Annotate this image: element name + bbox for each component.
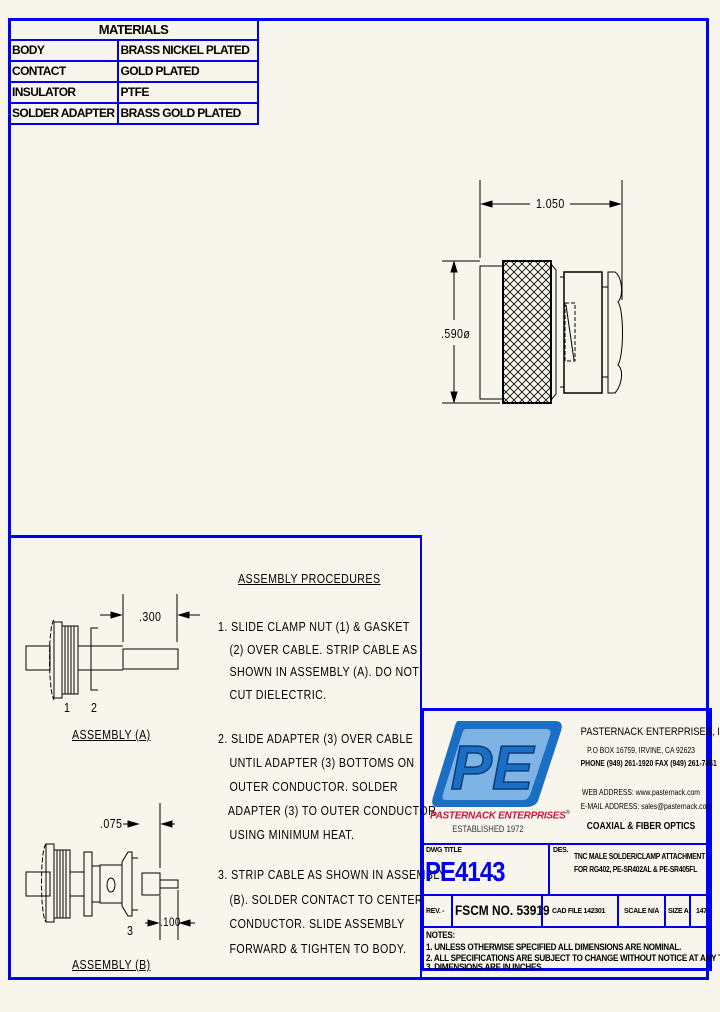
company-email[interactable]: E-MAIL ADDRESS: sales@pasternack.com — [580, 802, 713, 811]
part-cell: INSULATOR — [8, 81, 119, 104]
assembly-b-drawing — [25, 803, 195, 940]
divider — [689, 896, 691, 926]
established: ESTABLISHED 1972 — [452, 824, 524, 834]
divider — [617, 896, 619, 926]
drawing-frame — [8, 18, 709, 980]
description-line-1: TNC MALE SOLDER/CLAMP ATTACHMENT — [574, 852, 705, 861]
logo-brand: PASTERNACK ENTERPRISES® — [430, 810, 570, 821]
scale: SCALE N/A — [624, 908, 660, 915]
material-cell: BRASS GOLD PLATED — [116, 102, 259, 125]
company-web[interactable]: WEB ADDRESS: www.pasternack.com — [582, 788, 700, 797]
assembly-a-dim: .300 — [139, 609, 162, 624]
callout-3: 3 — [127, 923, 134, 938]
sheet: 147 — [696, 908, 707, 915]
divider — [451, 896, 453, 926]
material-cell: GOLD PLATED — [116, 60, 259, 83]
step-line: USING MINIMUM HEAT. — [229, 827, 355, 842]
step-line: 3. STRIP CABLE AS SHOWN IN ASSEMBLY — [218, 867, 447, 882]
title-block: PE PASTERNACK ENTERPRISES® ESTABLISHED 1… — [421, 708, 720, 972]
company-name: PASTERNACK ENTERPRISES, INC. — [580, 726, 720, 738]
company-tagline: COAXIAL & FIBER OPTICS — [586, 821, 696, 832]
callout-1: 1 — [64, 700, 71, 715]
brand-name: PASTERNACK ENTERPRISES — [430, 810, 566, 822]
company-phone: PHONE (949) 261-1920 FAX (949) 261-7451 — [580, 759, 717, 768]
note-3: 3. DIMENSIONS ARE IN INCHES. — [426, 962, 544, 972]
step-line: SHOWN IN ASSEMBLY (A). DO NOT — [229, 664, 420, 679]
step-line: CONDUCTOR. SLIDE ASSEMBLY — [229, 916, 405, 931]
step-line: UNTIL ADAPTER (3) BOTTOMS ON — [229, 755, 415, 770]
material-cell: PTFE — [116, 81, 259, 104]
cad-file: CAD FILE 142301 — [552, 908, 606, 915]
note-2: 2. ALL SPECIFICATIONS ARE SUBJECT TO CHA… — [426, 953, 720, 963]
step-line: OUTER CONDUCTOR. SOLDER — [229, 779, 399, 794]
svg-text:PE: PE — [451, 734, 535, 803]
note-1: 1. UNLESS OTHERWISE SPECIFIED ALL DIMENS… — [426, 942, 682, 952]
assembly-a-drawing — [25, 594, 200, 701]
assembly-b-dim-top: .075 — [100, 816, 123, 831]
material-cell: BRASS NICKEL PLATED — [116, 39, 259, 62]
divider — [424, 926, 709, 928]
pe-logo-icon: PE — [432, 721, 562, 807]
part-cell: CONTACT — [8, 60, 119, 83]
materials-header: MATERIALS — [8, 18, 259, 41]
assembly-b-label: ASSEMBLY (B) — [72, 957, 151, 972]
part-cell: BODY — [8, 39, 119, 62]
step-line: (2) OVER CABLE. STRIP CABLE AS — [229, 641, 418, 657]
diameter-dimension: .590ø — [441, 326, 471, 341]
step-line: CUT DIELECTRIC. — [229, 686, 327, 702]
divider — [424, 894, 709, 896]
des-label: DES. — [553, 847, 569, 854]
procedure-step-2: 2. SLIDE ADAPTER (3) OVER CABLE UNTIL AD… — [218, 727, 484, 847]
rev: REV. - — [426, 908, 445, 915]
procedure-step-1: 1. SLIDE CLAMP NUT (1) & GASKET (2) OVER… — [218, 616, 463, 706]
step-line: (B). SOLDER CONTACT TO CENTER — [229, 891, 424, 907]
registered-mark: ® — [565, 810, 570, 816]
connector-main-view — [442, 180, 623, 404]
step-line: 1. SLIDE CLAMP NUT (1) & GASKET — [218, 619, 410, 634]
description-line-2: FOR RG402, PE-SR402AL & PE-SR405FL — [574, 865, 698, 874]
dwg-title-label: DWG TITLE — [426, 847, 462, 854]
assembly-a-label: ASSEMBLY (A) — [72, 727, 151, 742]
step-line: 2. SLIDE ADAPTER (3) OVER CABLE — [218, 731, 414, 746]
divider — [541, 896, 543, 926]
divider — [664, 896, 666, 926]
step-line: ADAPTER (3) TO OUTER CONDUCTOR — [227, 803, 437, 818]
part-cell: SOLDER ADAPTER — [8, 102, 119, 125]
procedure-step-3: 3. STRIP CABLE AS SHOWN IN ASSEMBLY (B).… — [218, 863, 497, 961]
procedures-title: ASSEMBLY PROCEDURES — [238, 571, 381, 586]
company-address: P.O BOX 16759, IRVINE, CA 92623 — [587, 746, 695, 755]
part-number: PE4143 — [425, 856, 505, 887]
callout-2: 2 — [91, 700, 98, 715]
size: SIZE A — [668, 908, 689, 915]
fscm-number: FSCM NO. 53919 — [455, 902, 550, 918]
divider — [548, 845, 550, 894]
divider — [424, 843, 709, 845]
notes-label: NOTES: — [426, 930, 455, 940]
assembly-b-dim-bottom: .100 — [160, 915, 181, 929]
step-line: FORWARD & TIGHTEN TO BODY. — [229, 940, 407, 956]
length-dimension: 1.050 — [536, 196, 565, 211]
